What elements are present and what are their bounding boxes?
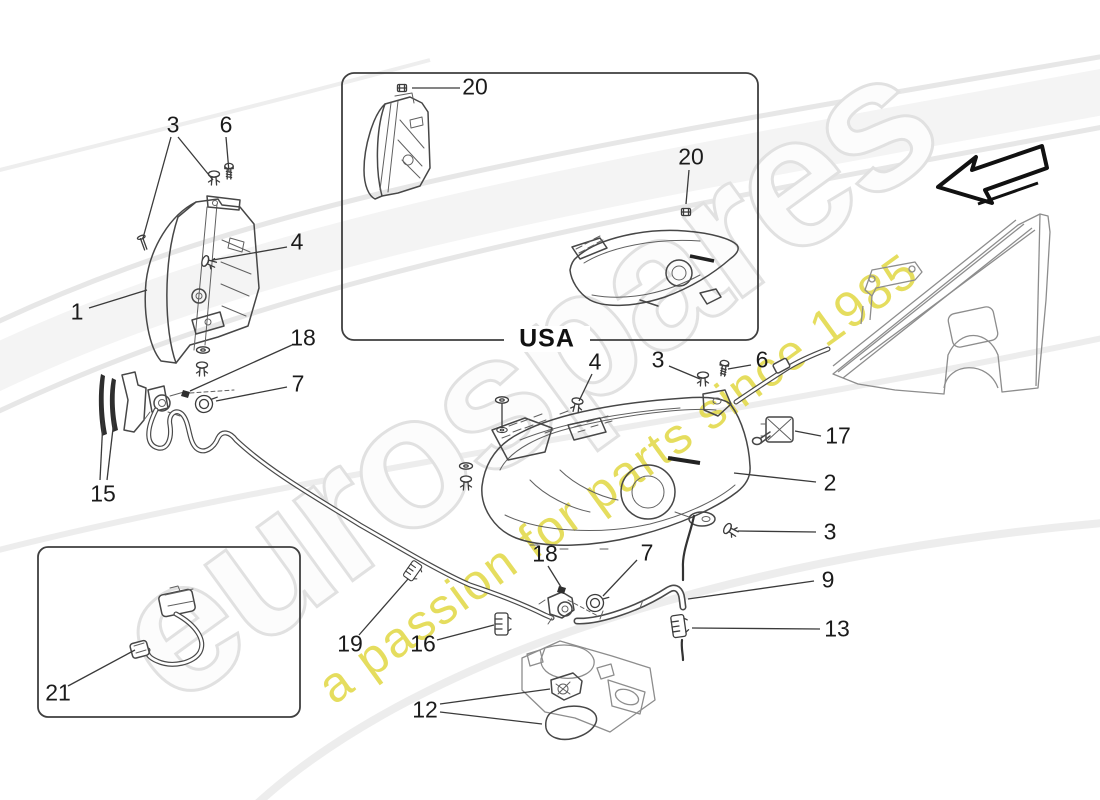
connector-17	[751, 416, 794, 446]
callout-20-inset-front: 20	[678, 143, 704, 170]
callout-13-main: 13	[824, 615, 850, 642]
connector-cable	[129, 585, 205, 667]
leader-line-3-left	[142, 136, 172, 239]
callout-3-main-side: 3	[823, 518, 837, 545]
callout-21-cable: 21	[45, 679, 71, 706]
clip-13	[669, 613, 691, 639]
leader-line-16-clip	[436, 624, 495, 641]
headlight-rear-inset	[363, 83, 431, 200]
leader-line-12-bracket	[439, 711, 543, 725]
callout-3-left: 3	[166, 111, 180, 138]
callout-7-center: 7	[640, 539, 654, 566]
leader-line-12-bracket	[439, 688, 551, 705]
callout-7-left: 7	[291, 370, 305, 397]
ring-7-left	[192, 391, 218, 416]
bumper-bracket-group	[521, 640, 656, 741]
leader-line-7-center	[602, 559, 638, 597]
leader-line-3-main-top	[668, 365, 701, 380]
callout-18-center: 18	[532, 540, 558, 567]
callout-15-left: 15	[90, 480, 116, 507]
callout-1-left: 1	[70, 298, 84, 325]
callout-20-inset-rear: 20	[462, 73, 488, 100]
usa-inset-box	[341, 72, 759, 352]
callout-9-main: 9	[821, 566, 835, 593]
nozzle-assembly	[494, 584, 691, 639]
leader-line-2-main	[733, 472, 817, 483]
leader-line-21-cable	[67, 649, 136, 687]
callout-3-main-top: 3	[651, 346, 665, 373]
screw-20-rear	[396, 83, 408, 93]
clip-16	[494, 612, 512, 636]
washer-pump-assembly	[98, 371, 235, 436]
direction-arrow	[936, 144, 1049, 206]
callout-18-left: 18	[290, 324, 316, 351]
headlight-front-inset	[569, 207, 739, 307]
region-label-usa: USA	[519, 324, 575, 353]
leader-line-4-left	[212, 246, 288, 261]
washer-hose	[146, 407, 555, 621]
leader-line-1-left	[88, 289, 148, 309]
leader-line-17-main	[794, 430, 822, 437]
washer-left-main	[458, 462, 474, 470]
leader-line-4-main	[578, 373, 593, 402]
leader-line-7-left	[215, 386, 288, 402]
stud-washer	[496, 426, 508, 434]
stud-head	[494, 396, 510, 404]
callout-6-left: 6	[219, 111, 233, 138]
connector-cable-box	[37, 546, 301, 718]
clip-3-side	[721, 521, 741, 540]
fender-panel	[832, 213, 1051, 395]
washer-fastener	[195, 346, 211, 354]
headlight-main-assembly	[458, 346, 831, 662]
callout-4-main: 4	[588, 348, 602, 375]
leader-line-18-center	[547, 565, 562, 588]
headlight-left-assembly	[136, 162, 260, 377]
callout-4-left: 4	[290, 228, 304, 255]
callout-12-bracket: 12	[412, 696, 438, 723]
callout-16-clip: 16	[410, 630, 436, 657]
leader-line-3-left	[177, 136, 214, 181]
leader-line-20-inset-front	[685, 169, 690, 205]
callout-2-main: 2	[823, 469, 837, 496]
leader-line-9-main	[687, 580, 815, 600]
leader-line-6-left	[225, 136, 230, 173]
leader-line-3-main-side	[737, 530, 817, 533]
clip-fastener	[195, 361, 209, 377]
callout-17-main: 17	[825, 422, 851, 449]
leader-lines	[67, 87, 822, 725]
leader-line-13-main	[691, 627, 821, 630]
callout-19-hose: 19	[337, 630, 363, 657]
leader-line-6-main	[727, 364, 752, 370]
screw-20-front	[680, 207, 692, 217]
callout-6-main: 6	[755, 346, 769, 373]
leader-line-19-hose	[358, 578, 409, 636]
leader-line-15-left	[106, 419, 115, 481]
leader-line-18-left	[189, 344, 293, 392]
leader-line-15-left	[99, 419, 104, 481]
clip-3-left	[207, 170, 221, 186]
